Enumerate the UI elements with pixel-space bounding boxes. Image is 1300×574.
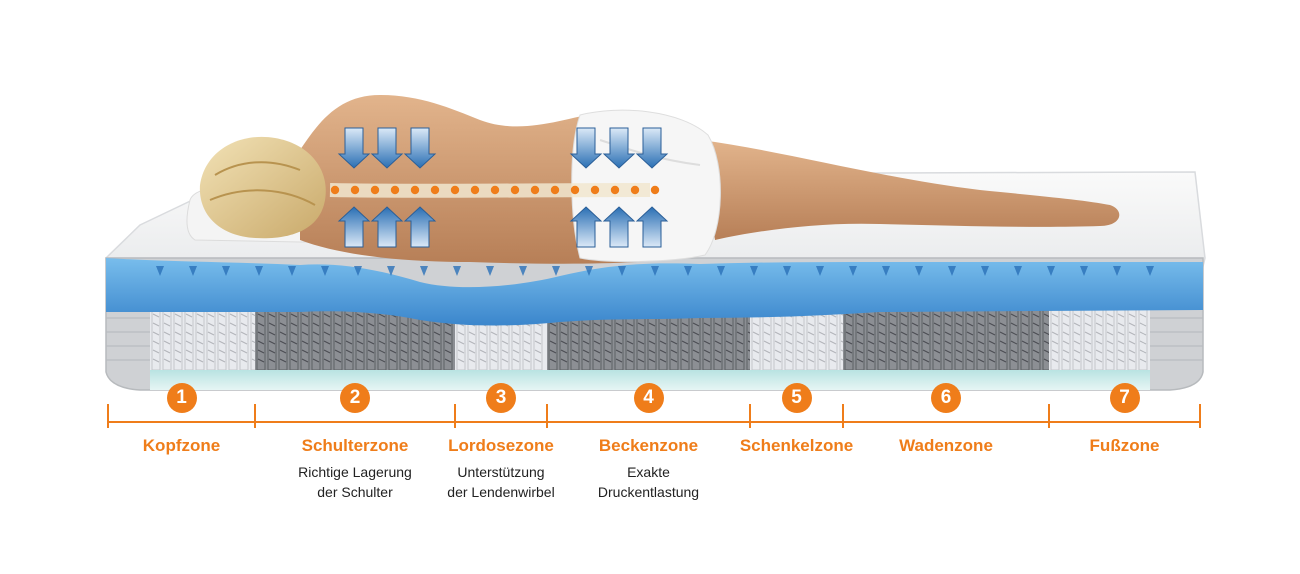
arrow-icon bbox=[370, 206, 404, 248]
dot-icon bbox=[430, 185, 440, 195]
spring-block-zone-7 bbox=[1049, 306, 1150, 372]
zone-description-line: Unterstützung bbox=[457, 464, 545, 480]
zone-name: Wadenzone bbox=[899, 436, 993, 455]
dot-icon bbox=[410, 185, 420, 195]
arrow-icon bbox=[403, 127, 437, 169]
zone-number-badge: 7 bbox=[1109, 383, 1140, 413]
zone-description-line: Richtige Lagerung bbox=[298, 464, 412, 480]
dot-icon bbox=[370, 185, 380, 195]
dot-icon bbox=[590, 185, 600, 195]
zone-number-badge: 6 bbox=[931, 383, 961, 413]
dot-icon bbox=[350, 185, 360, 195]
zone-description: Richtige Lagerung der Schulter bbox=[255, 462, 455, 502]
comfort-foam-layer bbox=[106, 258, 1203, 326]
zone-number-badge: 4 bbox=[633, 383, 664, 413]
arrow-icon bbox=[370, 127, 404, 169]
zone-number-badge: 3 bbox=[486, 383, 516, 413]
spring-block-zone-6 bbox=[843, 306, 1052, 372]
dot-icon bbox=[650, 185, 660, 195]
zone-number-badge: 2 bbox=[340, 383, 370, 413]
dot-icon bbox=[490, 185, 500, 195]
arrow-icon bbox=[569, 127, 603, 169]
dot-icon bbox=[610, 185, 620, 195]
dot-icon bbox=[550, 185, 560, 195]
zone-name: Kopfzone bbox=[142, 436, 221, 455]
zone-description-line: Exakte bbox=[627, 464, 670, 480]
arrow-icon bbox=[569, 206, 603, 248]
zone-description-line: der Lendenwirbel bbox=[447, 484, 555, 500]
spine-pressure-points bbox=[330, 185, 660, 195]
arrow-icon bbox=[403, 206, 437, 248]
dot-icon bbox=[390, 185, 400, 195]
arrow-icon bbox=[337, 206, 371, 248]
dot-icon bbox=[570, 185, 580, 195]
spring-block-zone-1 bbox=[150, 306, 260, 372]
zone-name: Lordosezone bbox=[448, 436, 554, 455]
dot-icon bbox=[510, 185, 520, 195]
zone-number-badge: 5 bbox=[781, 383, 812, 413]
arrow-icon bbox=[337, 127, 371, 169]
dot-icon bbox=[530, 185, 540, 195]
zone-number-badge: 1 bbox=[166, 383, 197, 413]
pressure-arrows bbox=[337, 127, 669, 248]
zone-description-line: der Schulter bbox=[317, 484, 393, 500]
arrow-icon bbox=[635, 127, 669, 169]
dot-icon bbox=[330, 185, 340, 195]
zone-name: Beckenzone bbox=[598, 436, 699, 455]
dot-icon bbox=[470, 185, 480, 195]
arrow-icon bbox=[635, 206, 669, 248]
zone-name: Schenkelzone bbox=[739, 436, 854, 455]
zone-bracket bbox=[107, 404, 1201, 428]
zone-description-line: Druckentlastung bbox=[597, 484, 700, 500]
base-layer bbox=[150, 370, 1150, 390]
arrow-icon bbox=[602, 127, 636, 169]
zone-name: Schulterzone bbox=[301, 436, 409, 455]
dot-icon bbox=[450, 185, 460, 195]
dot-icon bbox=[630, 185, 640, 195]
zone-name: Fußzone bbox=[1089, 436, 1160, 455]
arrow-icon bbox=[602, 206, 636, 248]
zone-description: Unterstützung der Lendenwirbel bbox=[401, 462, 601, 502]
